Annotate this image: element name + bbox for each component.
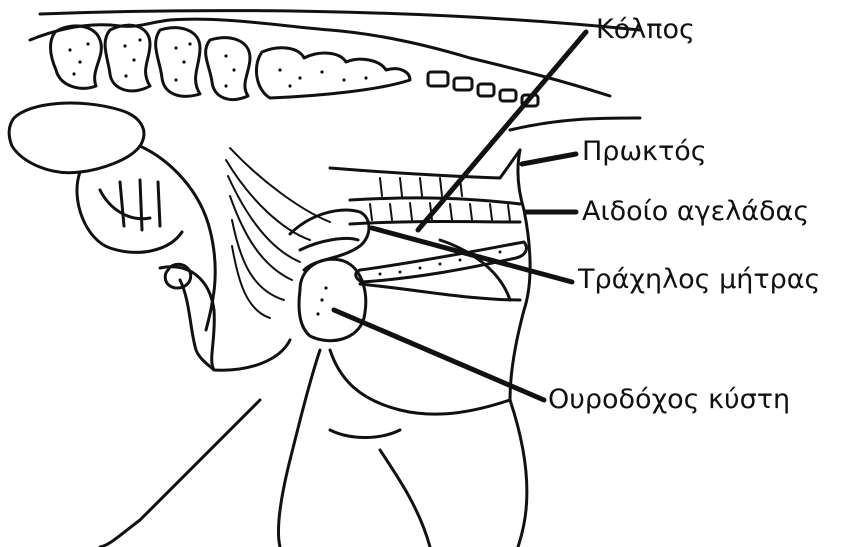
- label-cervix: Τράχηλος μήτρας: [578, 266, 820, 293]
- leader-line-vagina: [418, 32, 586, 230]
- tail-outline: [510, 118, 640, 130]
- label-vagina: Κόλπος: [596, 16, 695, 43]
- leader-line-cervix: [372, 228, 572, 282]
- leader-line-rectum: [522, 154, 576, 164]
- broad-ligament: [226, 148, 330, 318]
- label-rectum: Πρωκτός: [582, 138, 707, 165]
- spine-and-vertebrae: [30, 11, 640, 106]
- leader-line-bladder: [334, 310, 544, 400]
- hindquarter-outline: [100, 150, 530, 547]
- label-bladder: Ουροδόχος κύστη: [548, 386, 790, 413]
- label-vulva: Αιδοίο αγελάδας: [582, 198, 809, 225]
- cervix-shape: [290, 210, 369, 270]
